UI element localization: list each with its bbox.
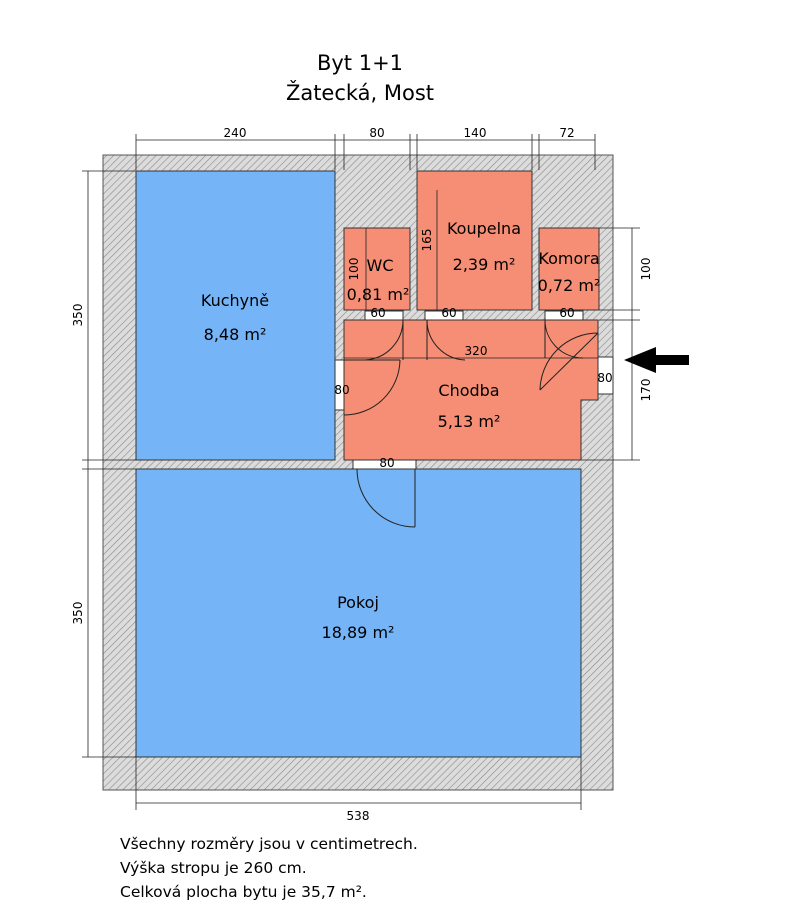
door-kuchyne <box>334 359 345 411</box>
dim-wc-height: 100 <box>347 258 361 281</box>
door-koupelna <box>424 310 464 321</box>
room-area-komora: 0,72 m² <box>538 276 601 295</box>
dim-top-wc: 80 <box>369 126 384 140</box>
plan-subtitle: Žatecká, Most <box>286 80 434 105</box>
dim-left-lower: 350 <box>71 602 85 625</box>
room-area-chodba: 5,13 m² <box>438 412 501 431</box>
room-chodba <box>343 319 599 461</box>
room-area-wc: 0,81 m² <box>347 285 410 304</box>
dim-right-lower: 170 <box>639 379 653 402</box>
door-swing-kuchyne <box>343 359 401 416</box>
note-units: Všechny rozměry jsou v centimetrech. <box>120 835 418 853</box>
room-pokoj <box>135 468 582 758</box>
room-label-pokoj: Pokoj <box>337 593 379 612</box>
dim-bottom-total: 538 <box>347 809 370 823</box>
room-koupelna <box>416 170 533 311</box>
room-area-kuchyne: 8,48 m² <box>204 325 267 344</box>
door-swing-komora <box>544 319 584 359</box>
room-label-komora: Komora <box>538 249 599 268</box>
dim-top-koupelna: 140 <box>464 126 487 140</box>
dim-door-pokoj: 80 <box>379 456 394 470</box>
door-wc <box>364 310 404 321</box>
dim-door-entrance: 80 <box>597 371 612 385</box>
room-komora <box>538 227 600 311</box>
dim-top-komora: 72 <box>559 126 574 140</box>
dim-koupelna-height: 165 <box>420 229 434 252</box>
room-label-koupelna: Koupelna <box>447 219 521 238</box>
door-komora <box>544 310 584 321</box>
dim-door-komora: 60 <box>559 306 574 320</box>
dim-right-upper: 100 <box>639 258 653 281</box>
room-area-koupelna: 2,39 m² <box>453 255 516 274</box>
dim-door-koupelna: 60 <box>441 306 456 320</box>
room-wc <box>343 227 411 311</box>
room-kuchyne <box>135 170 336 461</box>
door-pokoj <box>352 459 417 470</box>
door-swing-koupelna <box>426 319 466 361</box>
room-label-kuchyne: Kuchyně <box>201 291 269 310</box>
dim-door-kuchyne: 80 <box>334 383 349 397</box>
dim-door-wc: 60 <box>370 306 385 320</box>
room-label-wc: WC <box>367 256 394 275</box>
note-total-area: Celková plocha bytu je 35,7 m². <box>120 883 367 901</box>
door-entrance <box>597 356 614 395</box>
arrow-left-icon <box>624 347 689 373</box>
plan-title: Byt 1+1 <box>317 51 403 75</box>
door-swing-pokoj <box>356 468 416 528</box>
door-swing-entrance <box>539 332 599 391</box>
note-ceiling-height: Výška stropu je 260 cm. <box>120 859 307 877</box>
room-area-pokoj: 18,89 m² <box>322 623 395 642</box>
room-label-chodba: Chodba <box>438 381 499 400</box>
dim-left-upper: 350 <box>71 304 85 327</box>
dim-top-kuchyne: 240 <box>224 126 247 140</box>
door-swing-wc <box>364 319 404 361</box>
dim-chodba-length: 320 <box>465 344 488 358</box>
